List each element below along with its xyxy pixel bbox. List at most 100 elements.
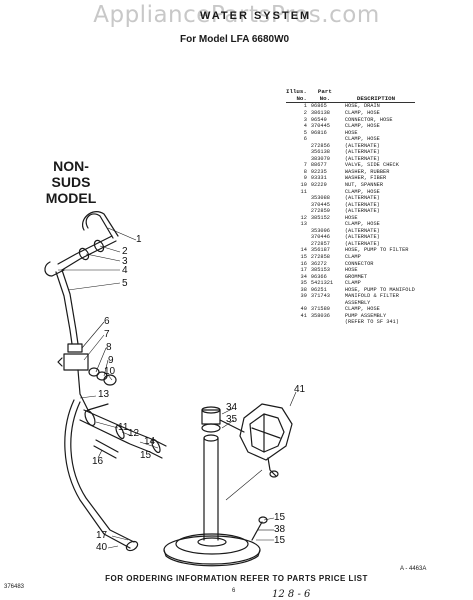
illus-number: 13	[300, 221, 307, 228]
hose-clamp	[269, 470, 279, 478]
part-description: (ALTERNATE)	[344, 155, 380, 162]
part-description: NUT, SPANNER	[344, 181, 384, 188]
column-header-no: No.	[310, 95, 339, 104]
illus-number: 2	[303, 109, 307, 116]
table-row: 353096(ALTERNATE)	[286, 228, 415, 235]
part-number: 370445	[310, 123, 330, 130]
part-description: HOSE	[344, 214, 358, 221]
table-row: 370446 (ALTERNATE)	[286, 234, 415, 241]
callout-7: 7	[104, 329, 110, 340]
part-number: 356138	[310, 149, 330, 156]
table-row: 272857(ALTERNATE)	[286, 241, 415, 248]
part-description: (ALTERNATE)	[344, 201, 380, 208]
part-description: CLAMP, HOSE	[344, 136, 380, 143]
illus-number: 16	[300, 260, 307, 267]
column-header-part: Part	[317, 88, 332, 95]
handwritten-note: 12 8 - 6	[272, 589, 311, 600]
part-description: (REFER TO SF 341)	[344, 319, 399, 326]
part-number: 370446	[310, 234, 330, 241]
manifold-filter-assembly	[163, 535, 261, 565]
part-description: (ALTERNATE)	[344, 195, 380, 202]
column-header-description: DESCRIPTION	[338, 95, 415, 104]
illus-number: 12	[300, 214, 307, 221]
part-number: 96816	[310, 129, 327, 136]
rubber-washer	[88, 367, 100, 377]
part-number: 93331	[310, 175, 327, 182]
part-number	[311, 319, 339, 326]
part-description: (ALTERNATE)	[344, 149, 380, 156]
manifold-rim	[163, 549, 261, 567]
table-row: 13 CLAMP, HOSE	[286, 221, 415, 228]
part-description: (ALTERNATE)	[344, 208, 380, 215]
table-row: (REFER TO SF 341)	[286, 319, 415, 326]
table-row: 356138 (ALTERNATE)	[286, 149, 415, 156]
callout-3: 3	[122, 256, 128, 267]
callout-2: 2	[122, 246, 128, 257]
illus-number: 40	[300, 306, 307, 313]
hose-connector	[44, 261, 65, 277]
hose-clamp	[201, 423, 221, 433]
grommet-top	[201, 406, 221, 414]
illus-number: 8	[303, 168, 307, 175]
callout-11: 11	[118, 422, 129, 433]
illus-number: 3	[303, 116, 307, 123]
side-check-valve-port	[57, 357, 63, 367]
callout-1: 1	[136, 234, 142, 245]
illus-number: 17	[300, 267, 307, 274]
part-description: (ALTERNATE)	[344, 142, 380, 149]
manifold-stem	[203, 437, 219, 541]
pump-housing	[249, 413, 285, 453]
return-hose	[64, 399, 131, 549]
part-description: (ALTERNATE)	[344, 234, 380, 241]
part-number: 96865	[310, 103, 327, 110]
illus-number: 38	[300, 286, 307, 293]
drain-hose-outline	[82, 211, 119, 237]
part-number: 385152	[310, 214, 330, 221]
manifold-stem-top	[203, 434, 219, 442]
part-number: 272859	[310, 208, 330, 215]
page-number: 6	[232, 588, 236, 594]
part-description: VALVE, SIDE CHECK	[344, 162, 399, 169]
callout-15: 15	[274, 512, 286, 523]
part-number: 92235	[310, 168, 327, 175]
part-description: CONNECTOR	[344, 260, 374, 267]
hose-clamp	[125, 540, 139, 552]
part-number: 36272	[310, 260, 327, 267]
hose-clamp	[67, 343, 83, 353]
part-description: HOSE, DRAIN	[344, 103, 380, 110]
drain-hose	[85, 213, 114, 239]
part-description: CLAMP, HOSE	[344, 188, 380, 195]
part-number: 88677	[310, 162, 327, 169]
model-label-line: NON-SUDS	[51, 158, 91, 190]
pump-to-manifold-hose	[219, 419, 245, 433]
illus-number: 9	[303, 175, 307, 182]
illus-number: 15	[300, 253, 307, 260]
callout-16: 16	[92, 456, 104, 467]
callout-6: 6	[104, 316, 110, 327]
part-description: (ALTERNATE)	[344, 240, 380, 247]
table-row: 383070(ALTERNATE)	[286, 156, 415, 163]
table-row: 353088(ALTERNATE)	[286, 195, 415, 202]
part-description: CLAMP, HOSE	[344, 221, 380, 228]
part-description: CLAMP	[344, 253, 361, 260]
part-number: 371743	[310, 293, 330, 300]
callout-17: 17	[96, 530, 108, 541]
part-description: HOSE	[344, 129, 358, 136]
part-number: 272858	[310, 253, 330, 260]
illus-number: 11	[300, 188, 307, 195]
hose-clamp	[78, 247, 90, 261]
callout-40: 40	[96, 542, 108, 553]
spanner-nut	[103, 374, 117, 386]
